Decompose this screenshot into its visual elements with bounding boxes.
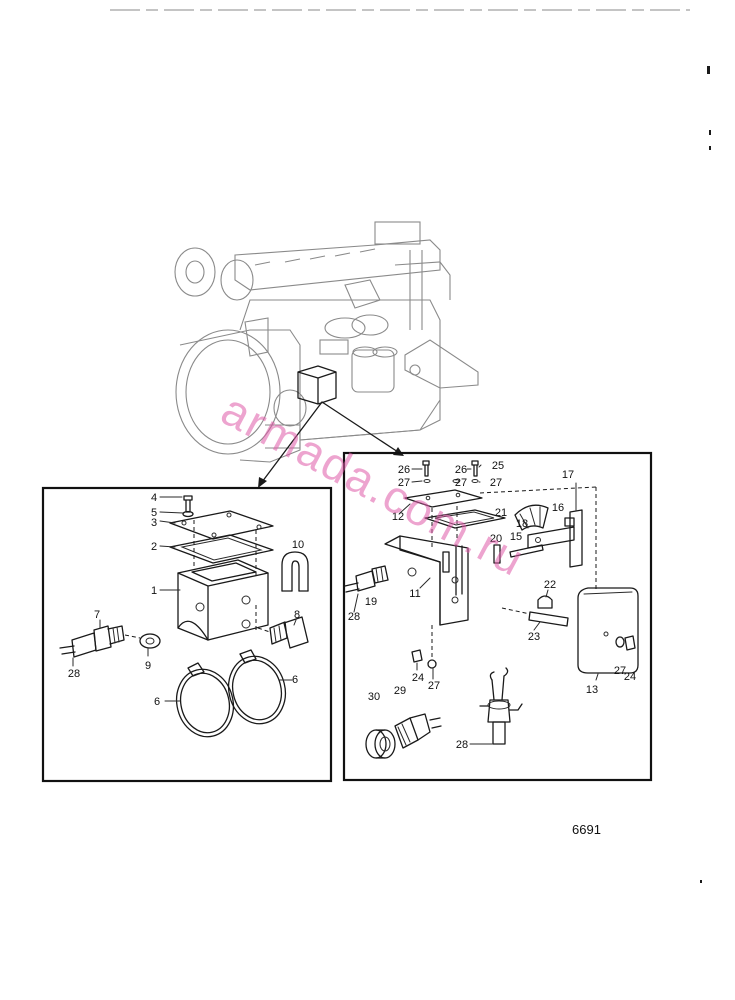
figure-number: 6691 bbox=[572, 822, 601, 837]
callout-27: 27 bbox=[614, 665, 626, 677]
callout-28: 28 bbox=[68, 668, 80, 680]
callout-11: 11 bbox=[409, 588, 420, 600]
callout-6: 6 bbox=[292, 674, 298, 686]
right-detail-frame bbox=[342, 451, 653, 782]
callout-28: 28 bbox=[348, 611, 360, 623]
callout-12: 12 bbox=[392, 511, 404, 523]
callout-20: 20 bbox=[490, 533, 502, 545]
callout-28: 28 bbox=[456, 739, 468, 751]
callout-29: 29 bbox=[394, 685, 406, 697]
callout-17: 17 bbox=[562, 469, 574, 481]
callout-27: 27 bbox=[490, 477, 502, 489]
callout-6: 6 bbox=[154, 696, 160, 708]
highlighted-box bbox=[297, 365, 337, 405]
callout-1: 1 bbox=[151, 585, 157, 597]
callout-27: 27 bbox=[398, 477, 410, 489]
callout-15: 15 bbox=[510, 531, 522, 543]
callout-10: 10 bbox=[292, 539, 304, 551]
callout-26: 26 bbox=[455, 464, 467, 476]
callout-27: 27 bbox=[428, 680, 440, 692]
callout-24: 24 bbox=[624, 671, 636, 683]
left-callouts: 4 5 3 2 1 10 7 9 8 28 6 6 bbox=[68, 492, 304, 708]
right-leader-lines bbox=[353, 464, 599, 745]
callout-22: 22 bbox=[544, 579, 556, 591]
callout-2: 2 bbox=[151, 541, 157, 553]
callout-5: 5 bbox=[151, 507, 157, 519]
callout-16: 16 bbox=[552, 502, 564, 514]
callout-7: 7 bbox=[94, 609, 100, 621]
right-detail-parts bbox=[344, 460, 639, 759]
callout-30: 30 bbox=[368, 691, 380, 703]
callout-25: 25 bbox=[492, 460, 504, 472]
callout-23: 23 bbox=[528, 631, 540, 643]
callout-9: 9 bbox=[145, 660, 151, 672]
callout-13: 13 bbox=[586, 684, 598, 696]
callout-21: 21 bbox=[495, 507, 507, 519]
callout-26: 26 bbox=[398, 464, 410, 476]
left-detail-parts bbox=[59, 495, 309, 738]
callout-3: 3 bbox=[151, 517, 157, 529]
engine-overview bbox=[174, 221, 479, 463]
callout-24: 24 bbox=[412, 672, 424, 684]
callout-4: 4 bbox=[151, 492, 157, 504]
left-detail-frame bbox=[41, 486, 333, 783]
callout-19: 19 bbox=[365, 596, 377, 608]
callout-18: 18 bbox=[516, 518, 528, 530]
margin-specks bbox=[700, 66, 711, 883]
callout-27: 27 bbox=[455, 477, 467, 489]
right-callouts: 26 27 26 25 27 27 12 21 18 20 15 16 17 1… bbox=[348, 460, 636, 751]
left-leader-lines bbox=[72, 496, 297, 702]
callout-8: 8 bbox=[294, 609, 300, 621]
